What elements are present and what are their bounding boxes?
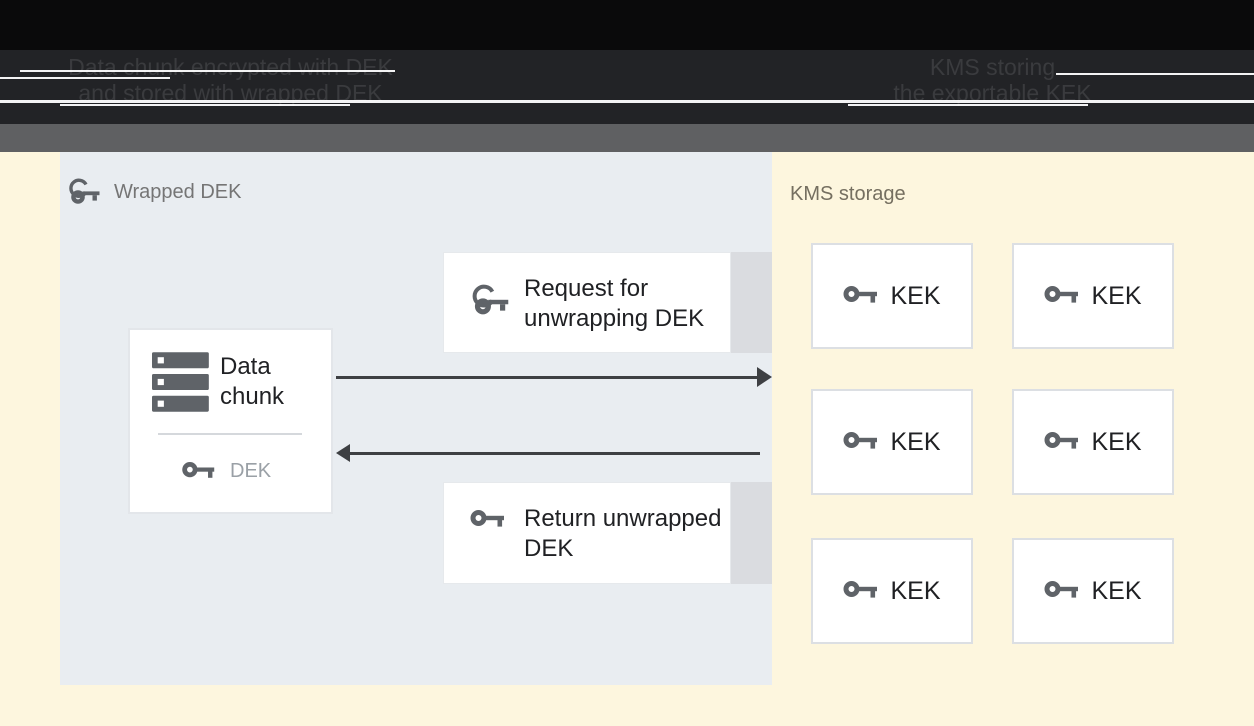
caption-line: KMS storing	[929, 54, 1056, 80]
key-icon	[843, 581, 878, 598]
return-arrow-line	[350, 452, 760, 455]
key-icon	[182, 461, 215, 478]
kek-label: KEK	[890, 281, 941, 310]
kms-storage-title: KMS storage	[790, 183, 906, 205]
glitch-line	[1056, 73, 1254, 75]
header-band: Data chunk encrypted with DEK and stored…	[0, 0, 1254, 124]
panel-title: Wrapped DEK	[114, 180, 242, 203]
kek-box: KEK	[1012, 389, 1174, 495]
kek-box: KEK	[811, 389, 973, 495]
arrow-left-icon	[336, 444, 350, 462]
dek-label: DEK	[230, 460, 272, 482]
return-label: Return unwrapped DEK	[524, 505, 722, 562]
key-icon	[1044, 432, 1079, 449]
kek-box: KEK	[1012, 538, 1174, 644]
kek-label: KEK	[1091, 281, 1142, 310]
divider	[158, 433, 302, 435]
data-chunk-label: Data chunk	[220, 353, 285, 410]
kek-label: KEK	[1091, 427, 1142, 456]
return-unwrap-box: Return unwrapped DEK	[443, 482, 731, 584]
caption-data-chunk: Data chunk encrypted with DEK and stored…	[38, 54, 423, 106]
key-icon	[1044, 286, 1079, 303]
glitch-line	[0, 77, 170, 79]
kek-label: KEK	[890, 427, 941, 456]
kek-label: KEK	[890, 576, 941, 605]
key-icon	[1044, 581, 1079, 598]
kek-box: KEK	[811, 538, 973, 644]
wrapped-dek-panel: Wrapped DEK Data chunk	[60, 152, 772, 685]
key-outline-icon	[69, 178, 100, 204]
header-strip	[0, 50, 1254, 124]
glitch-line	[0, 100, 1254, 103]
panel-header: Wrapped DEK	[68, 178, 241, 206]
arrow-right-icon	[757, 367, 772, 387]
dek-row: DEK	[181, 460, 271, 483]
kms-storage-area: KMS storage KEK KEK KEK	[772, 152, 1254, 726]
request-arrow-line	[336, 376, 757, 379]
storage-stack-icon	[152, 352, 209, 412]
key-icon	[843, 286, 878, 303]
kek-label: KEK	[1091, 576, 1142, 605]
glitch-line	[60, 104, 350, 106]
request-label: Request for unwrapping DEK	[524, 275, 705, 332]
key-icon	[470, 510, 504, 527]
caption-kms: KMS storing the exportable KEK	[800, 54, 1185, 106]
kek-box: KEK	[1012, 243, 1174, 349]
key-icon	[843, 432, 878, 449]
caption-line: Data chunk encrypted with DEK	[68, 54, 393, 80]
glitch-line	[848, 104, 1088, 106]
kek-box: KEK	[811, 243, 973, 349]
request-unwrap-box: Request for unwrapping DEK	[443, 252, 731, 353]
box-shadow-strip	[731, 482, 772, 584]
glitch-line	[20, 70, 395, 72]
box-shadow-strip	[731, 252, 772, 353]
divider-band	[0, 124, 1254, 152]
data-chunk-box: Data chunk DEK	[128, 328, 333, 514]
key-outline-icon	[472, 284, 509, 315]
